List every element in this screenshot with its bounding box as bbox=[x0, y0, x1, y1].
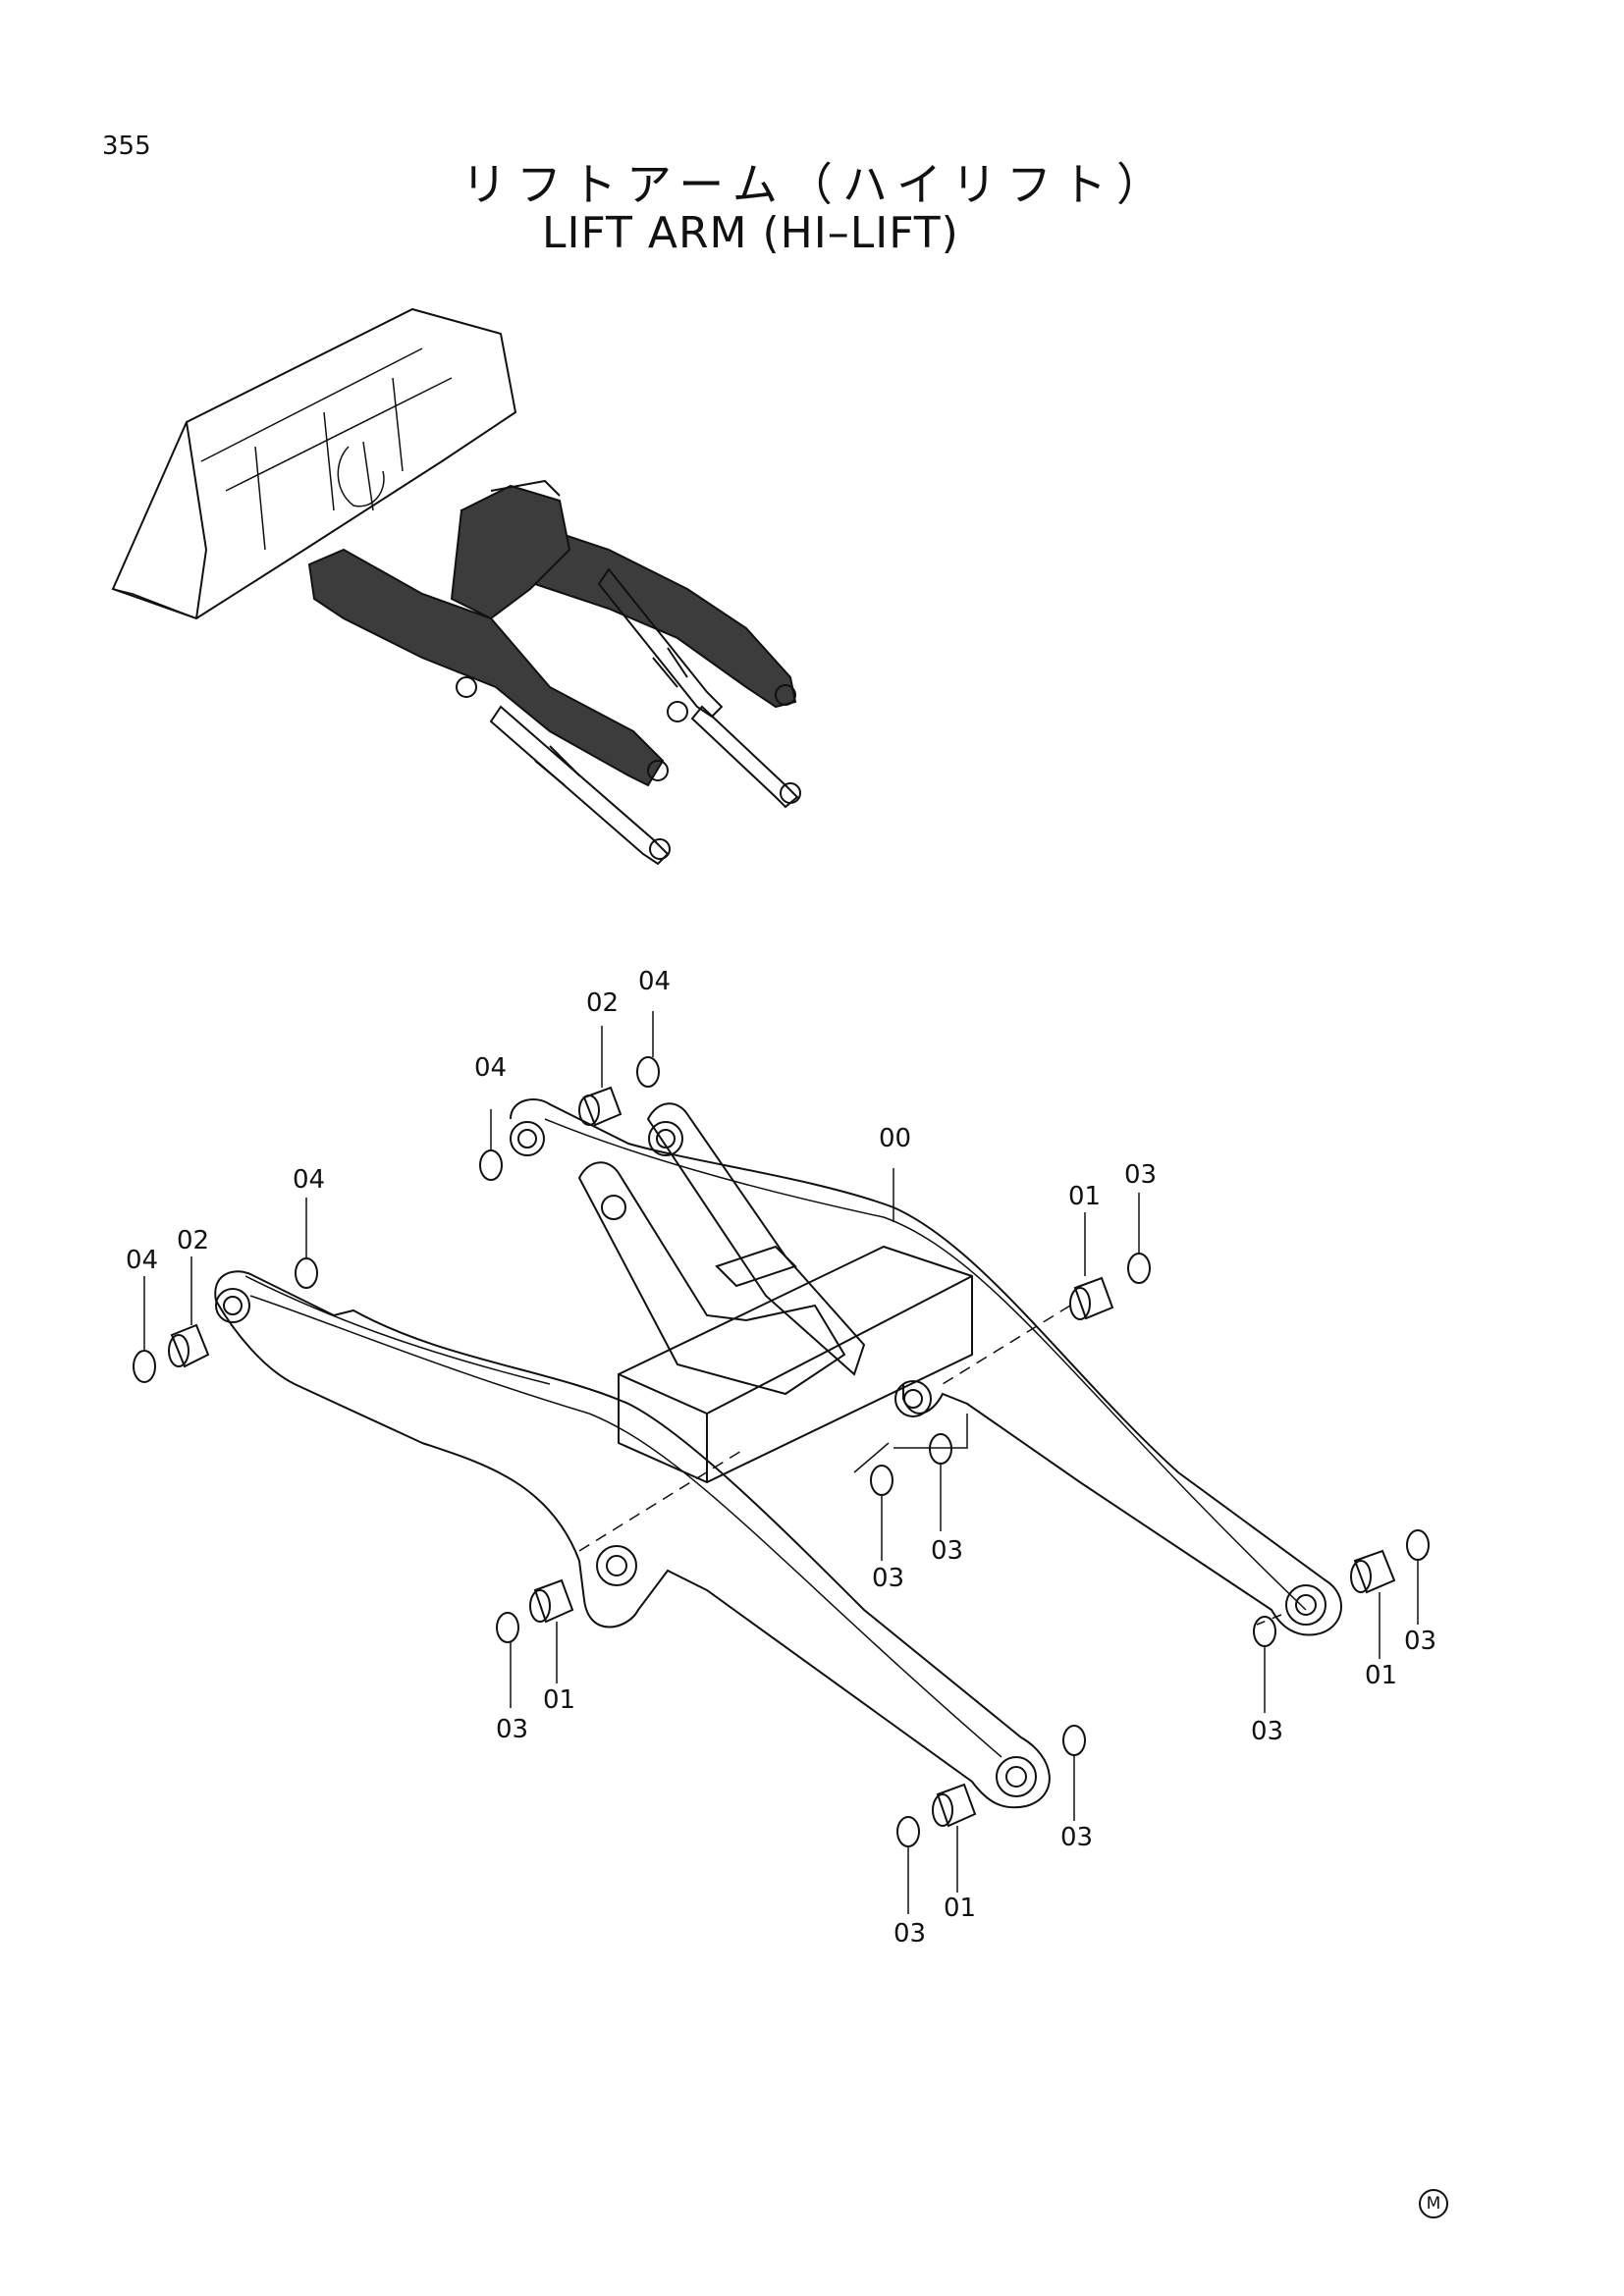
manual-marker-icon: M bbox=[1419, 2189, 1448, 2218]
bushing bbox=[529, 1578, 574, 1624]
callout-label: 01 bbox=[1365, 1661, 1397, 1690]
ring bbox=[133, 1350, 156, 1383]
title-english: LIFT ARM (HI–LIFT) bbox=[542, 208, 959, 258]
callout-label: 04 bbox=[293, 1165, 325, 1195]
bushing bbox=[168, 1323, 210, 1368]
callout-label: 03 bbox=[1404, 1627, 1436, 1656]
callout-label: 03 bbox=[1060, 1823, 1093, 1852]
page-number: 355 bbox=[102, 132, 151, 161]
ring bbox=[896, 1816, 920, 1847]
callout-label: 04 bbox=[474, 1053, 507, 1083]
callout-label: 03 bbox=[1124, 1160, 1157, 1190]
callout-label: 02 bbox=[586, 988, 619, 1018]
callout-label: 03 bbox=[496, 1715, 528, 1744]
callout-label: 01 bbox=[1068, 1182, 1101, 1211]
callout-label: 03 bbox=[1251, 1717, 1283, 1746]
callout-label: 01 bbox=[944, 1894, 976, 1923]
callout-label: 03 bbox=[872, 1564, 904, 1593]
callout-label: 02 bbox=[177, 1226, 209, 1255]
ring bbox=[1062, 1725, 1086, 1756]
callout-label: 03 bbox=[931, 1536, 963, 1566]
bushing bbox=[932, 1783, 977, 1828]
ring bbox=[1406, 1529, 1430, 1561]
bushing bbox=[578, 1086, 623, 1127]
ring bbox=[479, 1149, 503, 1181]
callouts: 04 02 04 00 01 03 04 02 04 03 03 03 01 0… bbox=[126, 967, 1436, 1949]
title-japanese: リフトアーム（ハイリフト） bbox=[461, 158, 1171, 211]
callout-label: 04 bbox=[638, 967, 671, 996]
ring bbox=[496, 1612, 519, 1643]
bushing bbox=[1069, 1276, 1114, 1320]
callout-label: 01 bbox=[543, 1685, 575, 1715]
overview-illustration bbox=[111, 307, 801, 866]
ring bbox=[295, 1257, 318, 1289]
ring bbox=[1127, 1253, 1151, 1284]
lift-arm-drawing bbox=[133, 1011, 1430, 1914]
callout-label: 00 bbox=[879, 1124, 911, 1153]
bushing bbox=[1350, 1549, 1396, 1594]
ring bbox=[636, 1056, 660, 1088]
ring bbox=[929, 1433, 952, 1465]
ring bbox=[870, 1465, 893, 1496]
callout-label: 04 bbox=[126, 1246, 158, 1275]
callout-label: 03 bbox=[893, 1919, 926, 1949]
